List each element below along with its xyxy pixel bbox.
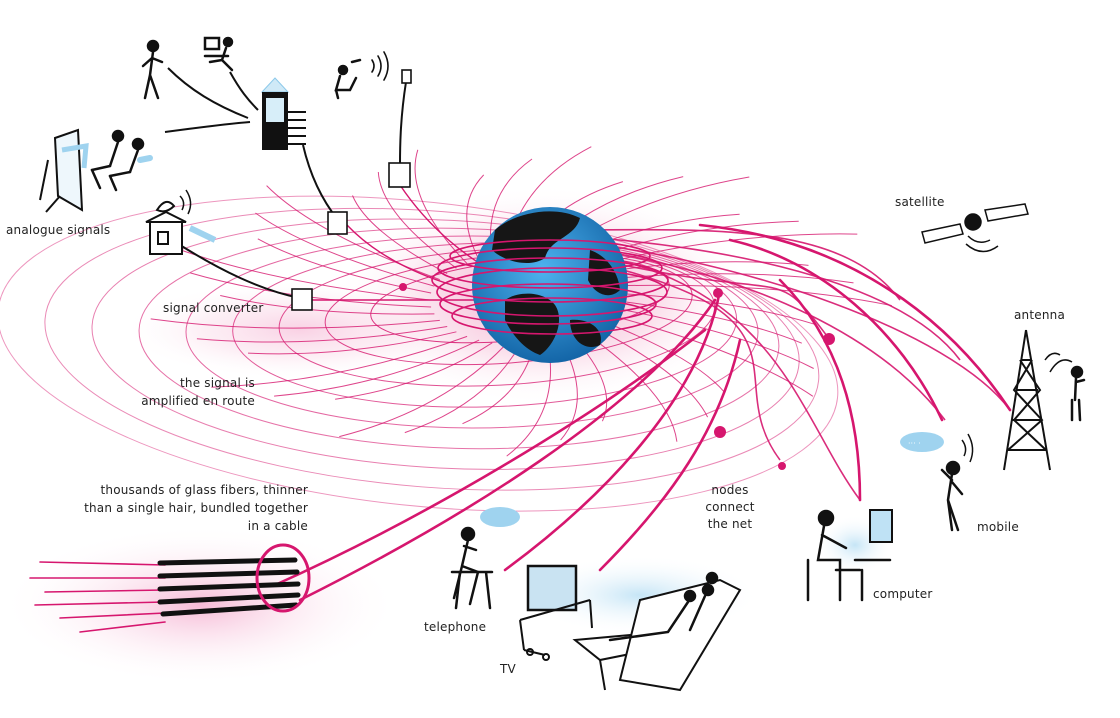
reclining-person-icon	[334, 51, 389, 100]
web-strand	[608, 306, 814, 369]
web-ring	[0, 195, 839, 512]
web-strand	[404, 344, 521, 434]
node	[714, 426, 726, 438]
converter-wires	[164, 67, 407, 299]
web-strand	[220, 295, 435, 315]
label-fibers-line3: in a cable	[247, 519, 308, 533]
web-strand	[247, 331, 457, 355]
laptop-person-icon	[203, 36, 234, 72]
satellite-icon	[921, 203, 1029, 253]
antenna-tower-icon	[1003, 329, 1073, 471]
network-nodes	[399, 283, 835, 470]
web-strand	[567, 235, 961, 361]
web-strand	[583, 331, 678, 442]
web-strand	[346, 224, 471, 291]
web-strand	[592, 326, 709, 418]
label-mobile: mobile	[977, 520, 1019, 534]
computer-user-icon	[806, 509, 895, 602]
analogue-tv-icon	[39, 128, 89, 213]
mobile-user-icon: ··· ·	[900, 432, 974, 532]
web-strand	[335, 342, 493, 400]
tv-couch-icon	[519, 564, 742, 692]
web-strand	[339, 344, 507, 438]
label-tv: TV	[500, 662, 516, 676]
web-strand	[605, 284, 892, 307]
telephone-user-icon	[450, 507, 520, 610]
label-computer: computer	[873, 587, 933, 601]
web-strand	[414, 149, 468, 264]
label-telephone: telephone	[424, 620, 487, 634]
node	[713, 288, 723, 298]
web-ring	[185, 235, 759, 429]
label-fibers-line1: thousands of glass fibers, thinner	[100, 483, 308, 497]
web-strand	[150, 318, 440, 329]
web-strand	[211, 335, 468, 388]
web-strand	[607, 265, 781, 461]
web-ring	[232, 242, 738, 408]
web-strand	[609, 299, 802, 344]
cable-glow	[0, 525, 400, 685]
fiber-cable-icon	[29, 543, 311, 633]
label-amplified-line2: amplified en route	[141, 394, 255, 408]
web-strand	[352, 195, 448, 274]
web-strand	[605, 313, 814, 397]
web-ring	[91, 218, 800, 470]
svg-text:··· ·: ··· ·	[908, 439, 921, 448]
label-nodes-line2: connect	[705, 500, 755, 514]
web-strand	[196, 326, 448, 343]
label-fibers-line2: than a single hair, bundled together	[84, 501, 308, 515]
standing-person-icon	[141, 39, 164, 100]
globe-icon	[431, 207, 669, 363]
label-antenna: antenna	[1014, 308, 1066, 322]
web-ring	[138, 227, 780, 450]
web-ring	[44, 207, 820, 491]
signal-converter-boxes	[291, 69, 412, 311]
sitting-people-icon	[90, 129, 153, 192]
node	[399, 283, 407, 291]
label-signal-converter: signal converter	[163, 301, 264, 315]
node	[778, 462, 786, 470]
satellite-dish-house-icon	[145, 189, 217, 255]
label-nodes-line3: the net	[707, 517, 753, 531]
web-strand	[466, 174, 485, 261]
node	[823, 333, 835, 345]
label-nodes-line1: nodes	[711, 483, 749, 497]
web-strand	[377, 171, 457, 269]
label-amplified-line1: the signal is	[179, 376, 255, 390]
tower-building-icon	[260, 77, 306, 150]
web-strand	[575, 241, 1011, 411]
web-strand	[274, 339, 480, 397]
main-fiber-strands	[273, 223, 1012, 602]
web-strand	[255, 212, 435, 287]
label-satellite: satellite	[895, 195, 945, 209]
label-analogue-signals: analogue signals	[6, 223, 111, 237]
standing-person-icon	[1070, 365, 1086, 422]
